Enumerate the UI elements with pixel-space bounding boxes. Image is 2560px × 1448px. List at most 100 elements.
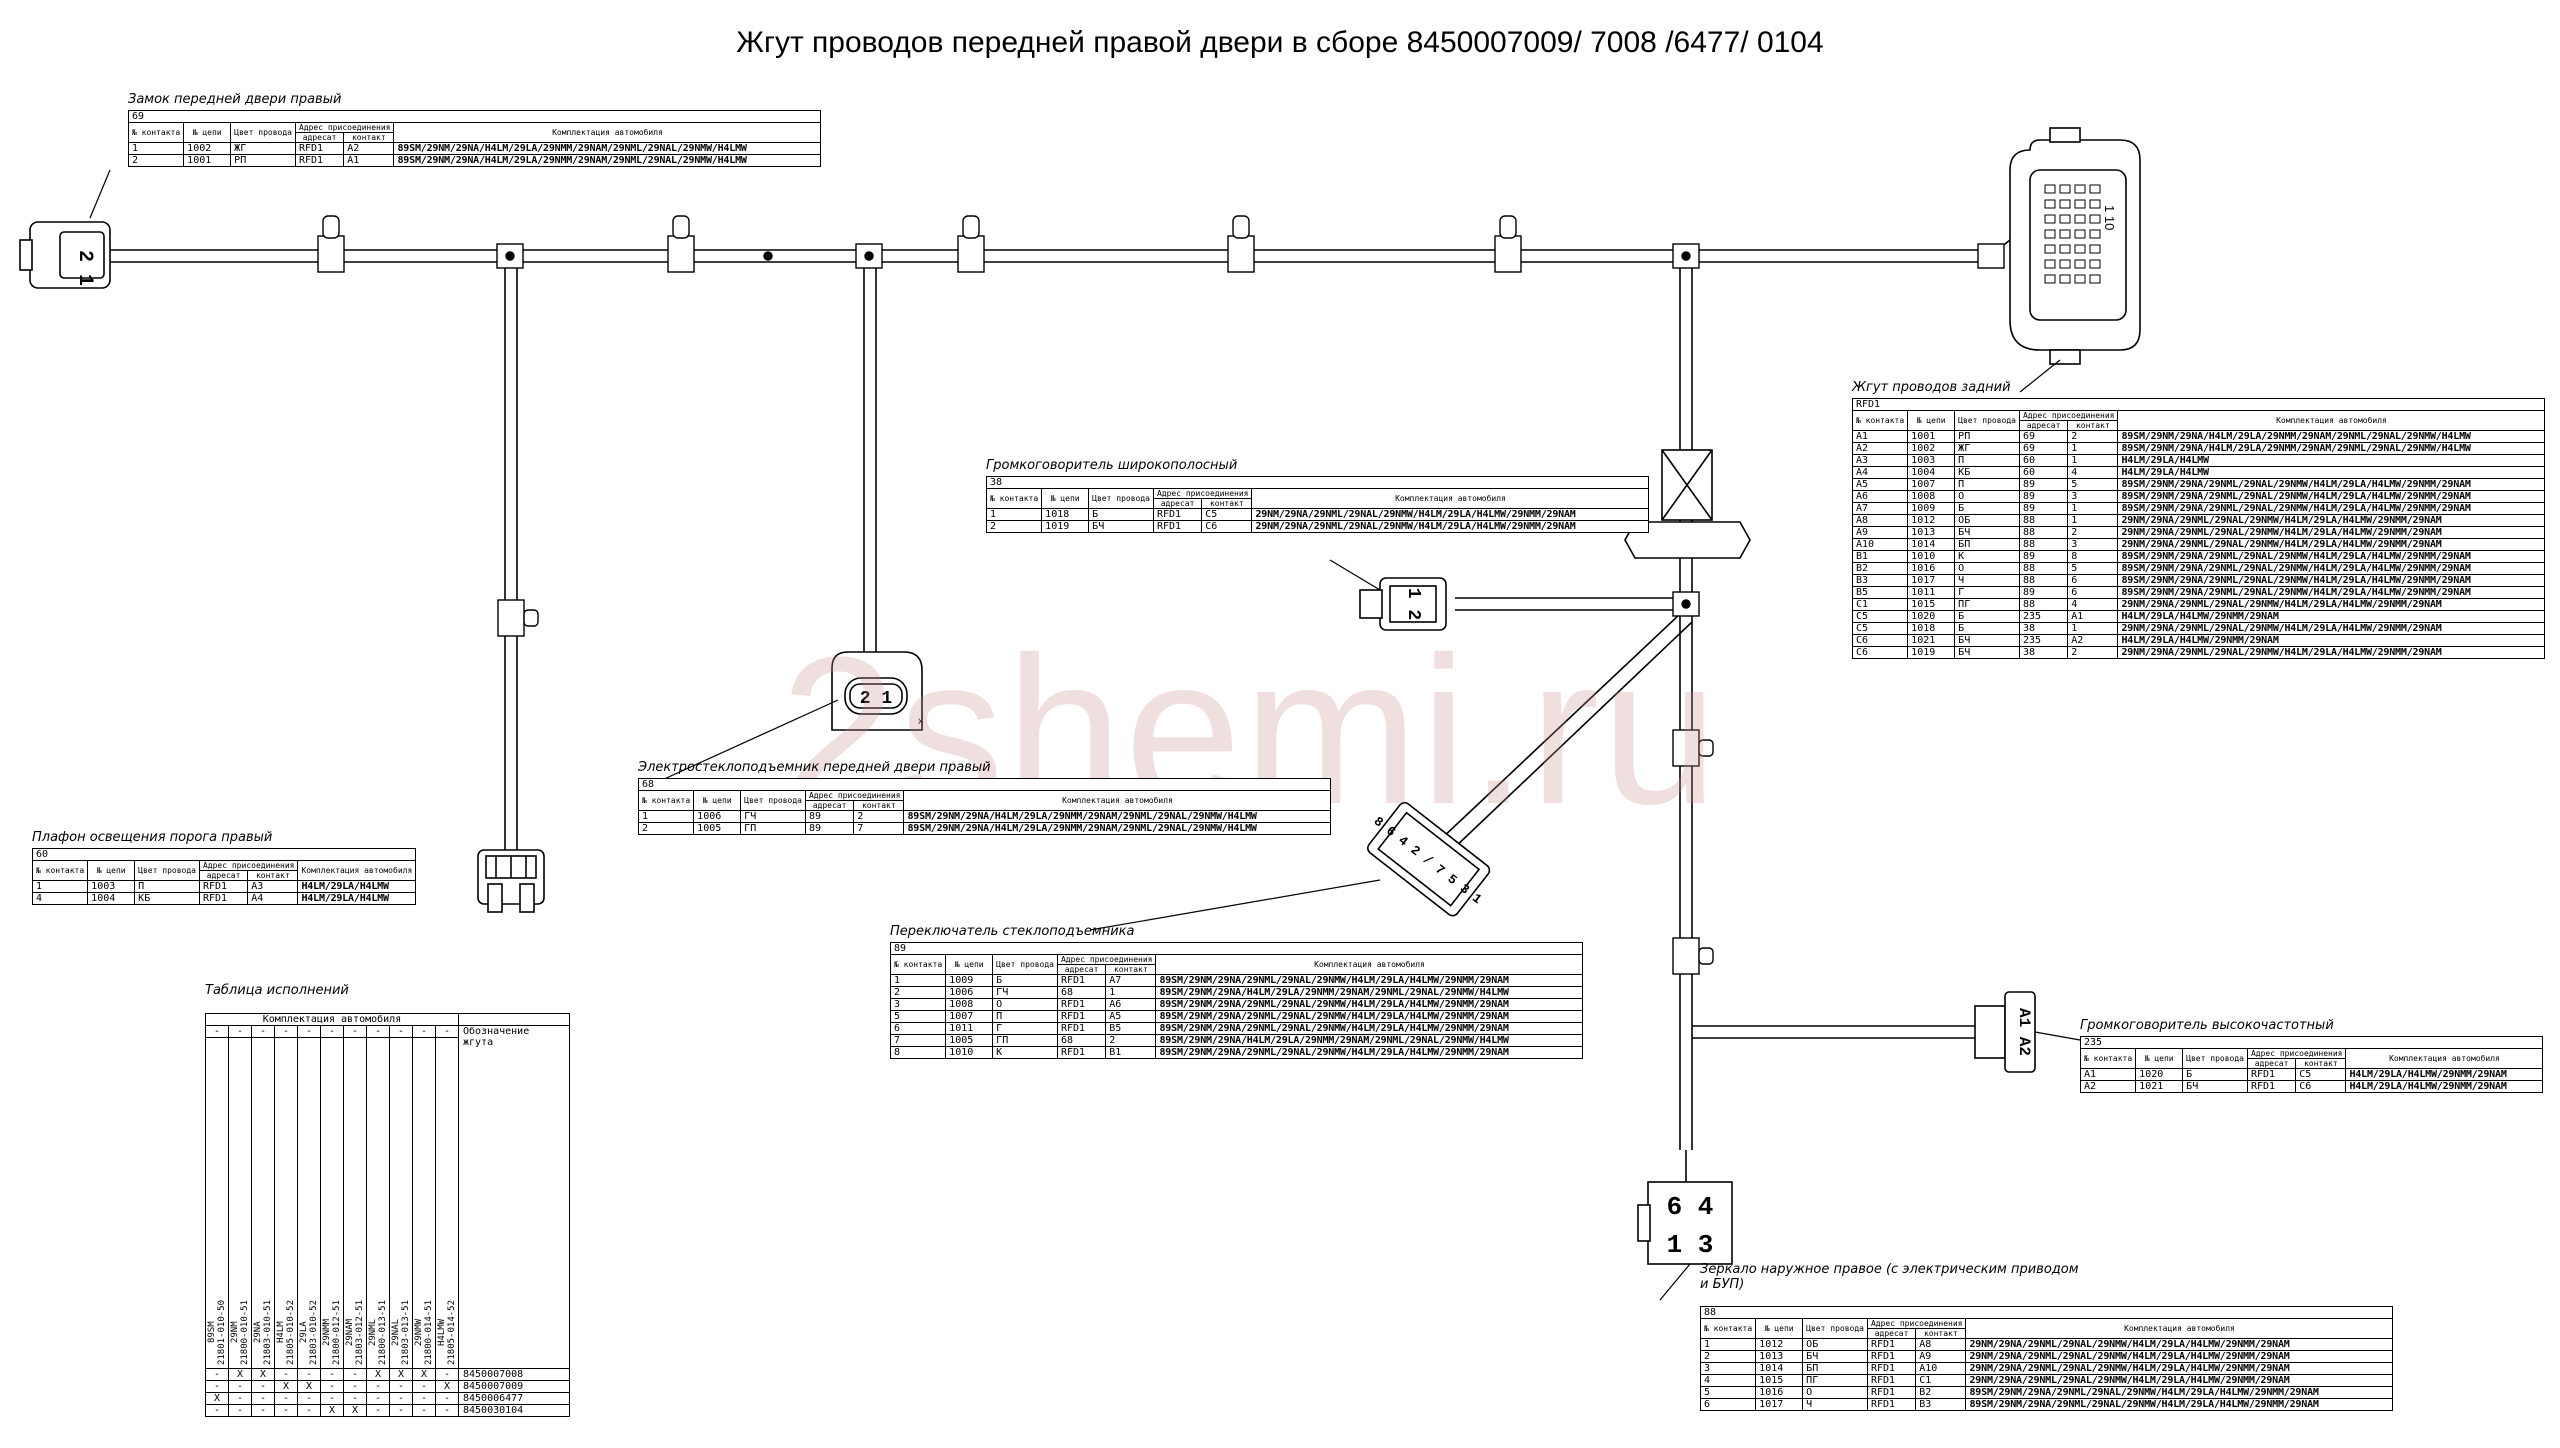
table-cell: ГП <box>740 822 806 835</box>
variant-dash: - <box>389 1025 413 1038</box>
connector-caption-235: Громкоговоритель высокочастотный <box>2080 1018 2334 1033</box>
connector-89-switch: 8 6 4 2 / 7 5 3 1 <box>1367 801 1491 917</box>
table-cell: 68 <box>1056 986 1107 999</box>
table-cell: 88 <box>2018 526 2069 539</box>
table-cell: 3 <box>2067 538 2119 551</box>
variant-mark: - <box>274 1392 298 1405</box>
variant-mark: X <box>205 1392 229 1405</box>
table-cell: 2 <box>127 154 185 167</box>
table-cell: A2 <box>343 142 395 155</box>
table-cell: 89 <box>2018 490 2069 503</box>
header-contact: контакт <box>2295 1058 2347 1069</box>
variant-code: 8450006477 <box>458 1392 570 1405</box>
header-contact-no: № контакта <box>127 122 185 143</box>
header-addressee: адресат <box>1866 1328 1917 1339</box>
header-addressee: адресат <box>1056 964 1107 975</box>
table-cell: О <box>992 998 1058 1011</box>
table-cell: 1 <box>2067 622 2119 635</box>
table-cell: B5 <box>1851 586 1909 599</box>
table-cell: 29NM/29NA/29NML/29NAL/29NMW/H4LM/29LA/H4… <box>2117 526 2546 539</box>
header-wire-color: Цвет провода <box>740 790 806 811</box>
table-cell: 1007 <box>945 1010 994 1023</box>
header-wire-color: Цвет провода <box>230 122 296 143</box>
table-cell: 1013 <box>1907 526 1956 539</box>
variant-mark: - <box>251 1392 275 1405</box>
variant-mark: - <box>389 1380 413 1393</box>
table-cell: 89 <box>2018 502 2069 515</box>
table-cell: RFD1 <box>1866 1386 1917 1399</box>
table-cell: ГП <box>992 1034 1058 1047</box>
variant-mark: X <box>343 1404 367 1417</box>
table-cell: 1 <box>2067 442 2119 455</box>
connector-caption-68: Электростеклоподъемник передней двери пр… <box>638 760 991 775</box>
table-code-row: RFD1 <box>1851 398 2546 411</box>
table-cell: A3 <box>1851 454 1909 467</box>
header-equipment: Комплектация автомобиля <box>297 860 417 881</box>
table-cell: 29NM/29NA/29NML/29NAL/29NMW/H4LM/29LA/H4… <box>1965 1350 2394 1363</box>
variant-mark: - <box>320 1368 344 1381</box>
table-cell: 89SM/29NM/29NA/H4LM/29LA/29NMM/29NAM/29N… <box>903 822 1332 835</box>
header-contact-no: № контакта <box>1699 1318 1757 1339</box>
connector-code: 89 <box>889 942 1584 955</box>
table-cell: A7 <box>1851 502 1909 515</box>
connector-69-pins: 2 1 <box>73 250 96 286</box>
variant-mark: - <box>435 1392 459 1405</box>
header-contact: контакт <box>247 870 299 881</box>
table-cell: 1015 <box>1755 1374 1804 1387</box>
table-cell: 1 <box>985 508 1043 521</box>
variant-mark: - <box>297 1392 321 1405</box>
table-cell: 2 <box>853 810 905 823</box>
table-cell: B5 <box>1105 1022 1157 1035</box>
table-cell: 3 <box>2067 490 2119 503</box>
variant-column: 29NAL 21803-013-51 <box>389 1037 413 1369</box>
header-equipment: Комплектация автомобиля <box>1251 488 1650 509</box>
table-cell: C5 <box>2295 1068 2347 1081</box>
header-wire-color: Цвет провода <box>1802 1318 1868 1339</box>
table-cell: A7 <box>1105 974 1157 987</box>
table-cell: 88 <box>2018 598 2069 611</box>
connector-69-lock: 2 1 <box>19 221 111 289</box>
table-code-row: 38 <box>985 476 1650 489</box>
table-cell: БЧ <box>1088 520 1154 533</box>
variant-column-label: 29NMW 21800-014-51 <box>414 1299 434 1365</box>
table-cell: 1012 <box>1907 514 1956 527</box>
table-cell: RFD1 <box>1056 1046 1107 1059</box>
table-cell: 89SM/29NM/29NA/29NML/29NAL/29NMW/H4LM/29… <box>1155 974 1584 987</box>
variant-column-label: 29NMM 21800-012-51 <box>322 1299 342 1365</box>
table-cell: 8 <box>889 1046 947 1059</box>
table-cell: RFD1 <box>1866 1398 1917 1411</box>
header-equipment: Комплектация автомобиля <box>1155 954 1584 975</box>
variant-mark: - <box>320 1392 344 1405</box>
table-cell: 1002 <box>183 142 232 155</box>
table-cell: П <box>134 880 200 893</box>
table-cell: 1014 <box>1755 1362 1804 1375</box>
variant-mark: X <box>366 1368 390 1381</box>
table-cell: ОБ <box>1954 514 2020 527</box>
variant-code: 8450030104 <box>458 1404 570 1417</box>
variant-column-label: 29NAL 21803-013-51 <box>391 1299 411 1365</box>
table-cell: 1011 <box>1907 586 1956 599</box>
variant-group-row: Комплектация автомобиля <box>205 1013 570 1026</box>
table-cell: H4LM/29LA/H4LMW <box>2117 466 2546 479</box>
header-join-addr: Адрес присоединения <box>804 790 905 801</box>
variant-dash: - <box>251 1025 275 1038</box>
table-cell: B1 <box>1851 550 1909 563</box>
table-cell: 60 <box>2018 466 2069 479</box>
table-cell: RFD1 <box>1056 1010 1107 1023</box>
door-grommet <box>1624 449 1751 559</box>
header-wire-color: Цвет провода <box>2182 1048 2248 1069</box>
table-cell: H4LM/29LA/H4LMW/29NMM/29NAM <box>2345 1080 2544 1093</box>
header-equipment: Комплектация автомобиля <box>903 790 1332 811</box>
table-code-row: 235 <box>2079 1036 2544 1049</box>
table-cell: A1 <box>343 154 395 167</box>
table-cell: 1012 <box>1755 1338 1804 1351</box>
table-cell: 1016 <box>1755 1386 1804 1399</box>
